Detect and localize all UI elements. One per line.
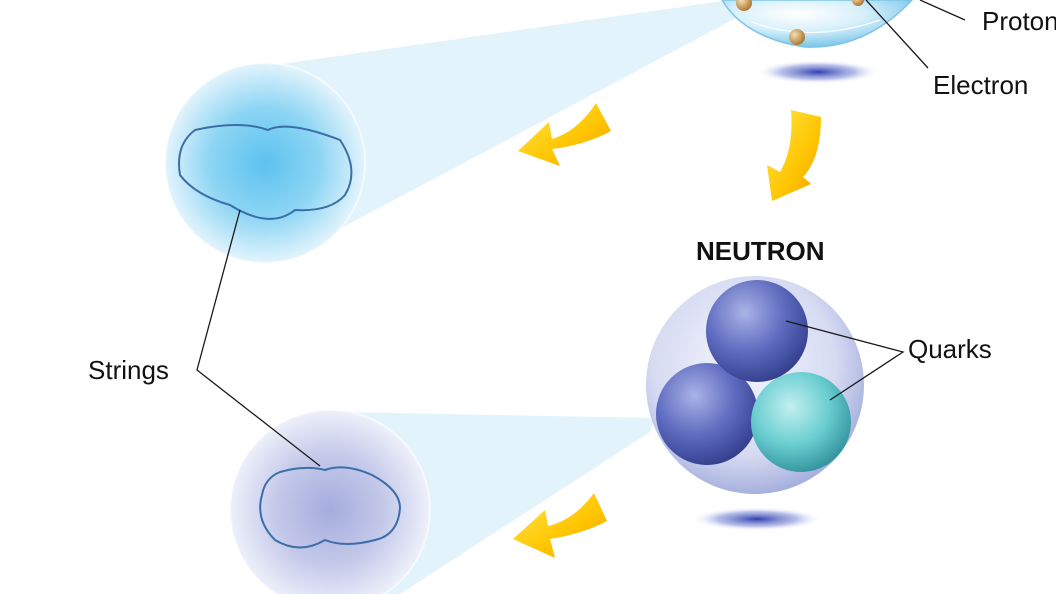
quark-sphere: [656, 363, 758, 465]
electron-leader-line: [865, 0, 929, 69]
electron-label: Electron: [933, 70, 1029, 100]
atom-orbit: [751, 19, 881, 34]
proton-label: Proton: [982, 6, 1056, 36]
string-magnified-circle: [230, 410, 430, 594]
neutron-sphere-icon: [646, 276, 864, 531]
quark-sphere: [751, 372, 851, 472]
quarks-label: Quarks: [908, 334, 992, 364]
atom-sphere-icon: [721, 0, 914, 84]
strings-leader-line: [196, 209, 321, 467]
curved-arrow-icon: [767, 110, 821, 201]
projection-cone-top: [282, 0, 770, 250]
strings-label: Strings: [88, 355, 169, 385]
string-circle-rim: [164, 62, 366, 264]
curved-arrow-icon: [513, 493, 607, 558]
string-circle-rim: [229, 409, 431, 594]
quarks-leader-line: [785, 320, 905, 401]
string-loop-icon: [178, 124, 353, 220]
curved-arrow-icon: [518, 103, 611, 166]
neutron-shadow: [691, 507, 823, 531]
atom-particle: [736, 0, 752, 11]
neutron-title: NEUTRON: [696, 236, 825, 266]
atom-sphere: [721, 0, 914, 48]
atom-particle: [789, 29, 805, 45]
atom-shadow: [756, 60, 880, 84]
string-magnified-circle: [165, 63, 365, 263]
proton-leader-line: [919, 0, 966, 21]
string-loop-icon: [259, 466, 402, 549]
atom-particle: [852, 0, 864, 6]
quark-sphere: [706, 280, 808, 382]
